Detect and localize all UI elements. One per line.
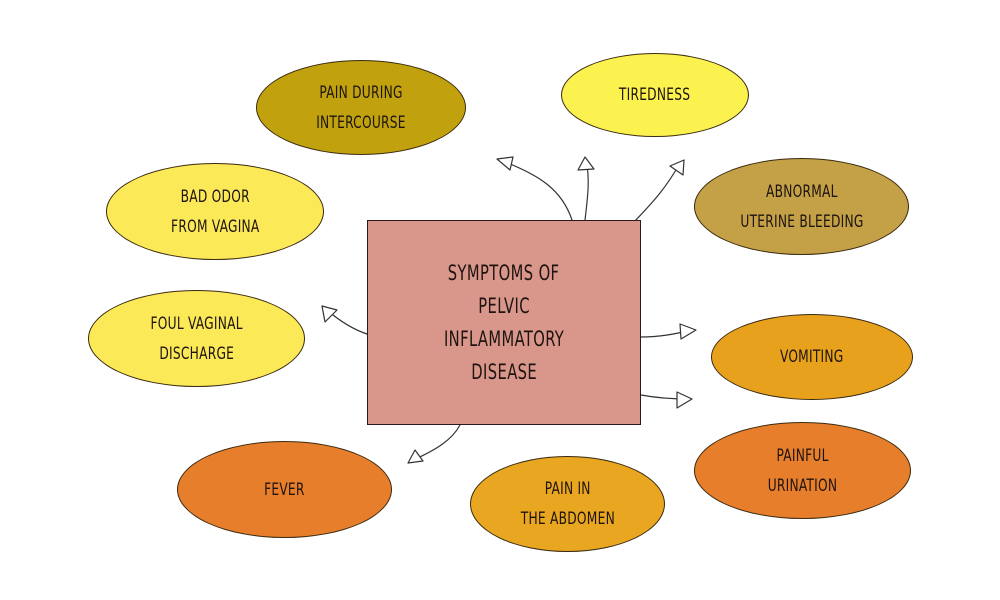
symptom-label: VOMITING — [780, 347, 844, 367]
arrow-top-right — [633, 162, 681, 223]
symptom-label: DISCHARGE — [159, 343, 234, 364]
symptom-label: TIREDNESS — [619, 85, 691, 105]
central-topic-line: SYMPTOMS OF — [448, 260, 560, 285]
symptom-bubble-abnormal-uterine-bleeding: ABNORMAL UTERINE BLEEDING — [694, 158, 909, 255]
central-topic-box: SYMPTOMS OF PELVIC INFLAMMATORY DISEASE — [367, 220, 641, 425]
symptom-label: PAIN IN — [544, 479, 591, 499]
symptom-label: ABNORMAL — [765, 181, 838, 202]
symptom-bubble-pain-in-abdomen: PAIN IN THE ABDOMEN — [470, 456, 665, 552]
arrowhead-right-upper — [679, 323, 697, 340]
arrowhead-top-left — [496, 156, 514, 171]
arrowhead-right-lower — [676, 391, 693, 409]
symptom-label: INTERCOURSE — [316, 112, 406, 133]
arrow-left — [326, 309, 368, 335]
symptom-label: UTERINE BLEEDING — [739, 211, 864, 232]
symptom-label: BAD ODOR — [180, 186, 250, 207]
symptom-label: FEVER — [264, 479, 305, 500]
symptom-bubble-painful-urination: PAINFUL URINATION — [694, 422, 911, 519]
symptom-label: THE ABDOMEN — [520, 509, 615, 529]
symptom-label: URINATION — [767, 475, 838, 496]
symptom-bubble-tiredness: TIREDNESS — [561, 53, 749, 137]
arrowhead-top-center — [577, 156, 595, 171]
symptom-label: FOUL VAGINAL — [150, 313, 243, 334]
arrow-right-lower — [640, 394, 690, 400]
arrowhead-top-right — [669, 159, 685, 176]
central-topic-line: DISEASE — [471, 359, 537, 384]
symptom-bubble-bad-odor: BAD ODOR FROM VAGINA — [106, 163, 324, 260]
central-topic-line: INFLAMMATORY — [443, 326, 565, 351]
symptom-label: PAINFUL — [776, 445, 829, 466]
symptom-bubble-foul-vaginal-discharge: FOUL VAGINAL DISCHARGE — [88, 290, 305, 387]
symptom-label: PAIN DURING — [319, 82, 403, 103]
symptom-bubble-vomiting: VOMITING — [711, 314, 913, 400]
symptom-bubble-fever: FEVER — [177, 441, 392, 538]
arrow-right-upper — [640, 329, 693, 338]
arrow-bottom-left — [410, 424, 461, 462]
arrowhead-bottom-left — [407, 449, 424, 464]
symptom-label: FROM VAGINA — [170, 216, 260, 237]
symptom-bubble-pain-during-intercourse: PAIN DURING INTERCOURSE — [256, 60, 466, 155]
arrowhead-left — [321, 305, 338, 323]
central-topic-line: PELVIC — [478, 293, 530, 318]
arrow-top-left — [499, 159, 573, 221]
arrow-top-center — [584, 159, 589, 221]
